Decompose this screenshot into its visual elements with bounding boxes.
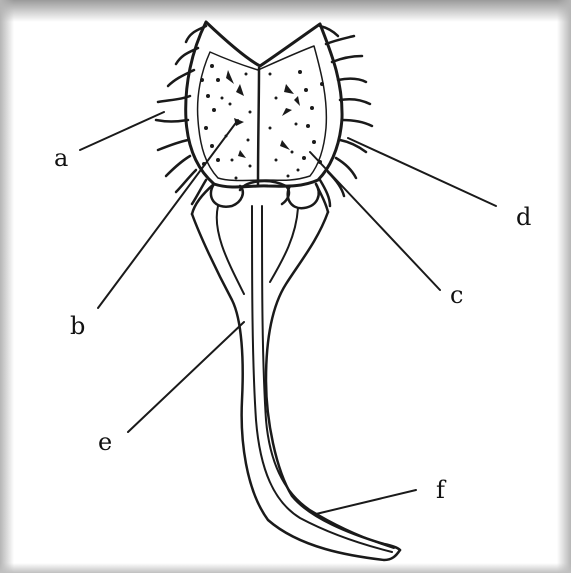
label-f: f	[436, 478, 445, 502]
left-spines	[156, 26, 206, 204]
label-d: d	[516, 205, 531, 229]
stalk-inner-right	[262, 206, 394, 548]
leader-c	[310, 152, 440, 290]
stalk-outer-left	[192, 214, 400, 560]
right-bulb	[288, 184, 319, 208]
speckles	[200, 64, 324, 180]
leader-lines	[80, 112, 496, 514]
label-a: a	[54, 146, 68, 170]
leader-d	[348, 138, 496, 206]
leader-f	[316, 490, 416, 514]
midline	[258, 68, 259, 186]
right-spines	[320, 26, 372, 206]
leader-a	[80, 112, 164, 150]
leader-e	[128, 322, 244, 432]
label-c: c	[450, 283, 463, 307]
hooks	[226, 70, 300, 158]
label-e: e	[98, 430, 112, 454]
label-b: b	[70, 314, 85, 338]
